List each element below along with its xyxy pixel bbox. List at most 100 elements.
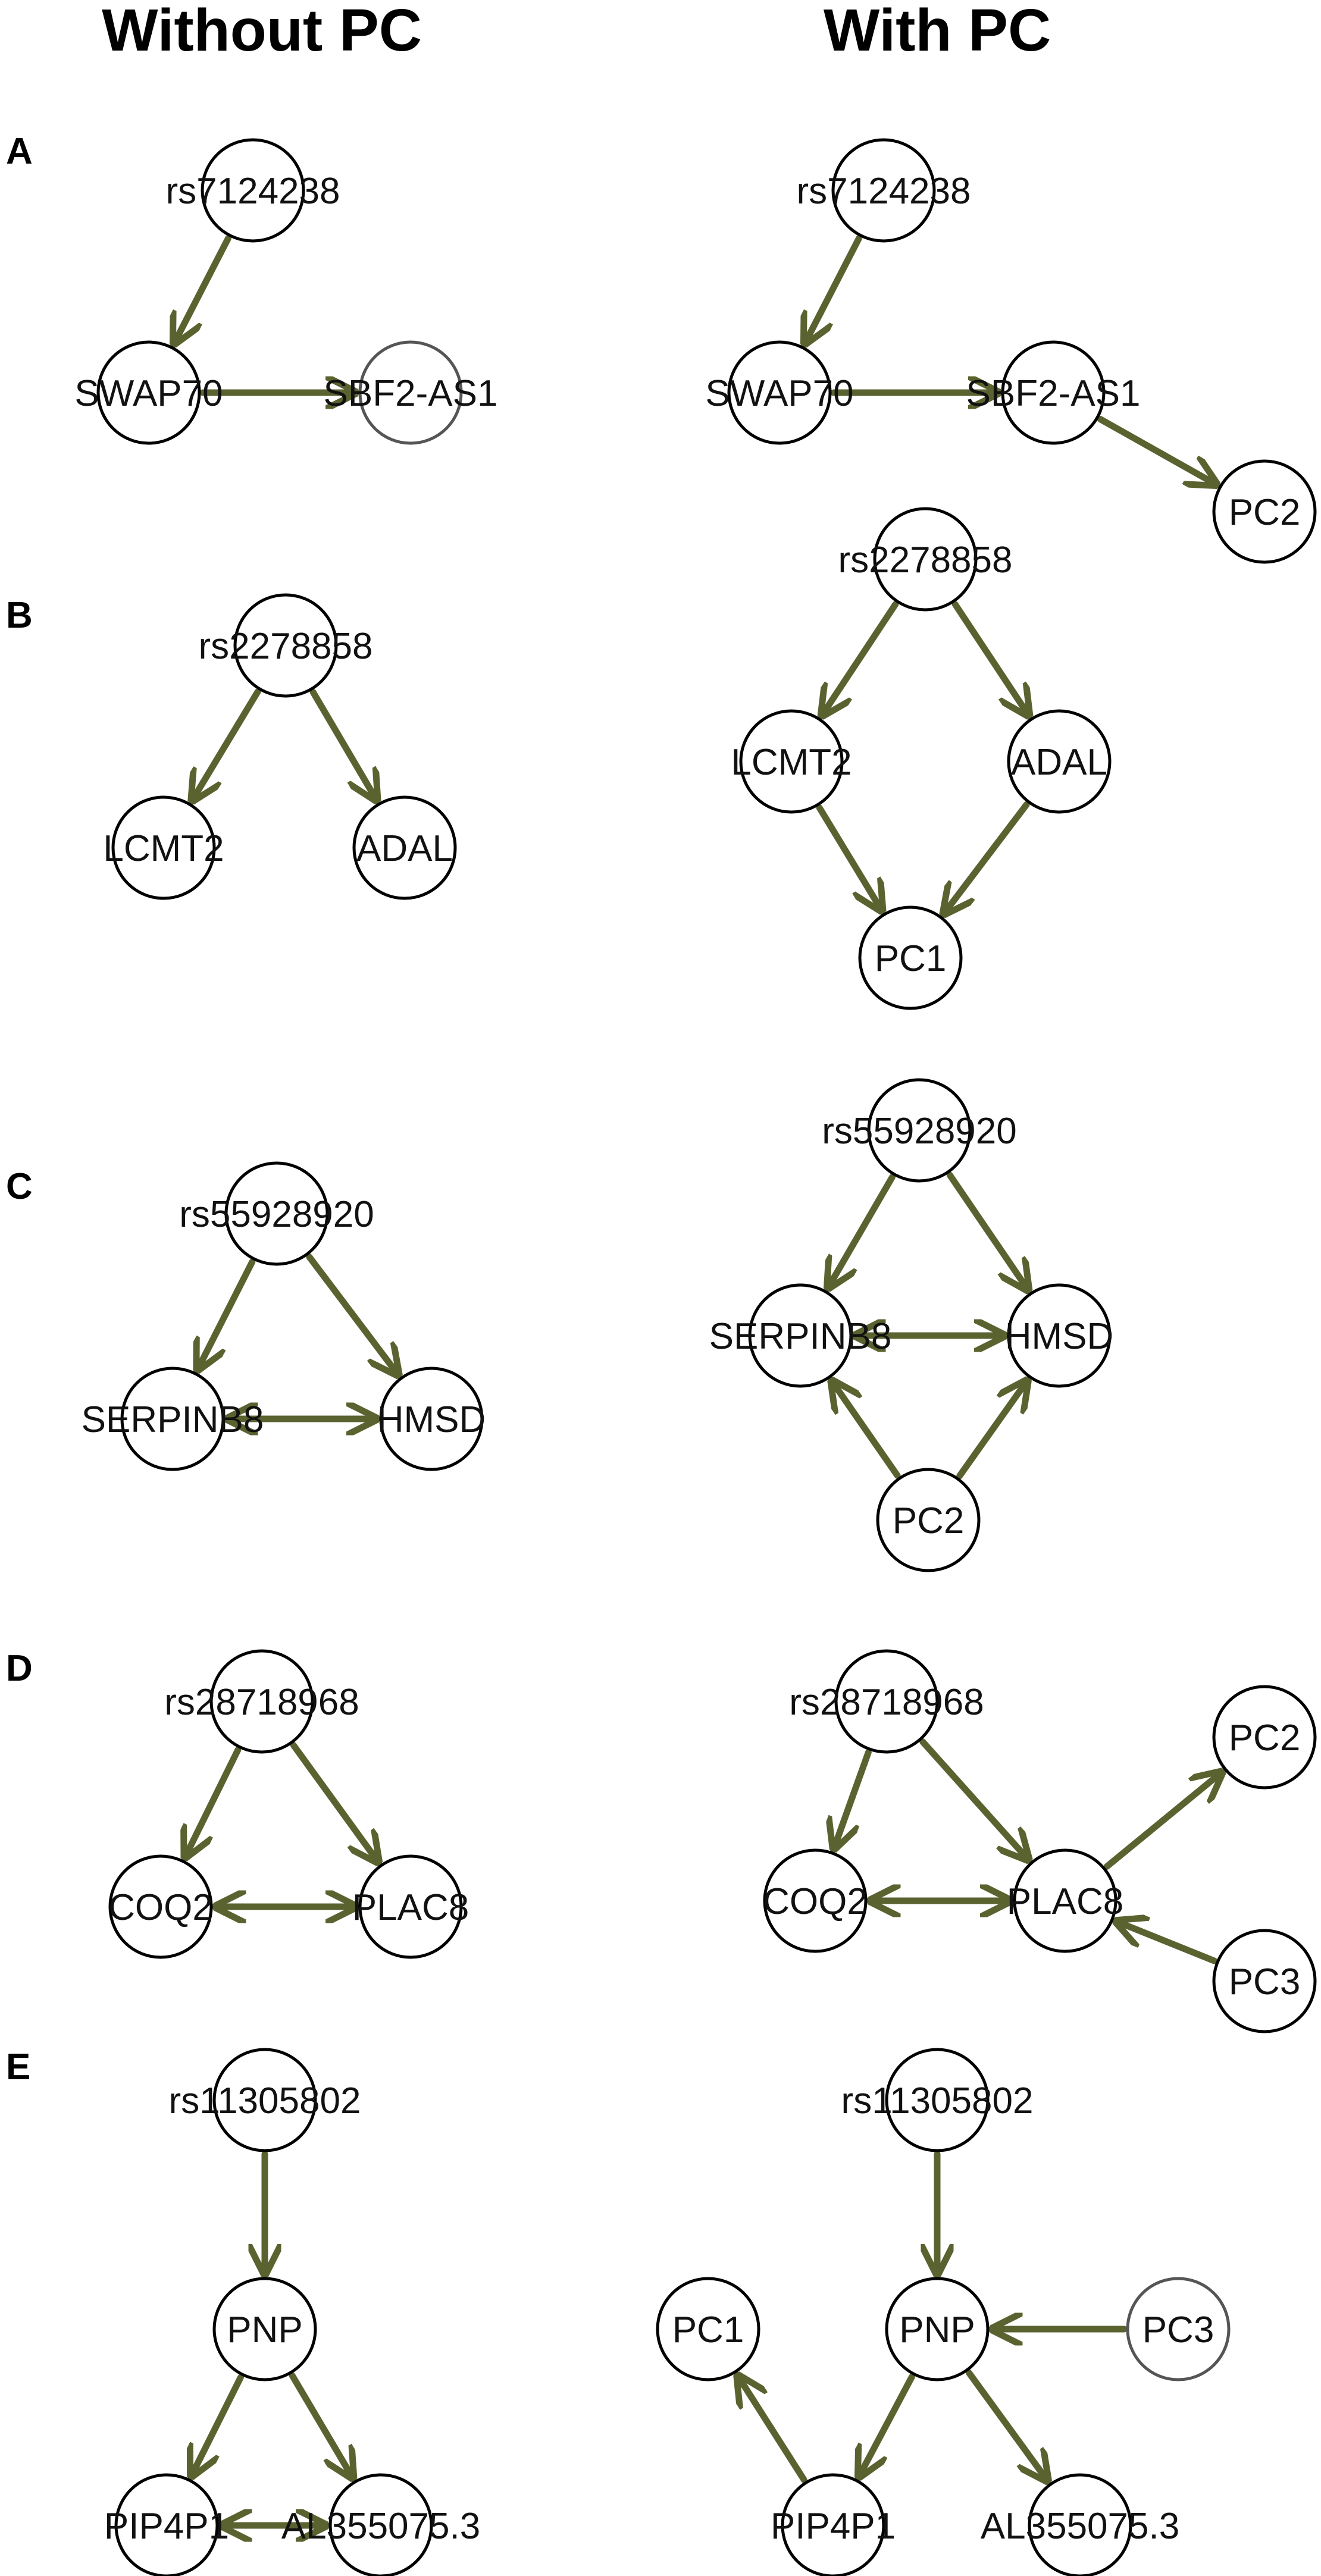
node-adal: ADAL — [1007, 709, 1112, 814]
column-title-without-pc: Without PC — [102, 0, 422, 64]
node-serpinb8: SERPINB8 — [709, 1283, 891, 1388]
node-label: rs28718968 — [789, 1682, 984, 1723]
node-coq2: COQ2 — [108, 1854, 213, 1959]
node-circle — [885, 2048, 990, 2152]
node-label: AL355075.3 — [281, 2506, 480, 2547]
node-hmsd: HMSD — [377, 1367, 486, 1471]
edge-rs28718968-to-coq2 — [834, 1749, 872, 1850]
edge-rs2278858-to-lcmt2 — [192, 688, 261, 801]
node-sbf2-as1: SBF2-AS1 — [966, 340, 1141, 445]
node-circle — [379, 1367, 484, 1471]
node-label: SBF2-AS1 — [966, 373, 1141, 414]
edge-rs55928920-to-serpinb8 — [197, 1258, 256, 1371]
edge-pc2-to-serpinb8 — [831, 1380, 901, 1479]
node-label: rs11305802 — [169, 2080, 361, 2121]
node-circle — [727, 340, 832, 445]
node-label: HMSD — [1005, 1316, 1114, 1357]
node-pc2: PC2 — [876, 1468, 981, 1572]
edge-rs28718968-to-plac8 — [290, 1742, 378, 1863]
node-circle — [748, 1283, 853, 1388]
node-label: ADAL — [1011, 742, 1107, 783]
node-circle — [358, 1854, 463, 1959]
edge-rs7124238-to-swap70 — [174, 235, 231, 344]
node-label: SWAP70 — [705, 373, 853, 414]
node-label: COQ2 — [108, 1887, 213, 1928]
node-rs2278858: rs2278858 — [198, 593, 373, 698]
node-circle — [763, 1848, 868, 1953]
node-pip4p1: PIP4P1 — [104, 2473, 229, 2576]
node-label: PC1 — [875, 938, 947, 979]
node-label: SWAP70 — [74, 373, 223, 414]
node-label: PC3 — [1142, 2309, 1214, 2351]
node-circle — [781, 2473, 885, 2576]
node-circle — [352, 795, 457, 900]
node-label: PC2 — [893, 1500, 965, 1541]
node-serpinb8: SERPINB8 — [82, 1367, 264, 1471]
node-plac8: PLAC8 — [1007, 1848, 1123, 1953]
edge-pnp-to-al355075-3 — [966, 2370, 1048, 2482]
node-circle — [209, 1649, 314, 1754]
node-label: rs7124238 — [165, 171, 340, 212]
edges — [805, 235, 1217, 485]
panel-letter-a: A — [6, 131, 33, 172]
node-circle — [858, 905, 963, 1010]
node-label: PC1 — [672, 2309, 744, 2351]
node-circle — [1007, 1283, 1112, 1388]
node-circle — [873, 507, 978, 612]
node-label: PIP4P1 — [104, 2506, 229, 2547]
node-al355075-3: AL355075.3 — [981, 2473, 1179, 2576]
node-circle — [114, 2473, 219, 2576]
node-circle — [1212, 1685, 1317, 1790]
node-circle — [876, 1468, 981, 1572]
edges — [174, 235, 360, 393]
edge-rs2278858-to-adal — [951, 601, 1029, 716]
node-rs11305802: rs11305802 — [169, 2048, 361, 2152]
column-title-with-pc: With PC — [824, 0, 1051, 64]
edge-rs2278858-to-lcmt2 — [821, 601, 899, 716]
node-label: PLAC8 — [1007, 1881, 1123, 1922]
edge-rs2278858-to-adal — [309, 688, 377, 801]
node-circle — [233, 593, 338, 698]
node-circle — [885, 2277, 990, 2381]
node-circle — [201, 138, 305, 243]
edges — [828, 1171, 1029, 1480]
node-coq2: COQ2 — [763, 1848, 868, 1953]
node-rs7124238: rs7124238 — [796, 138, 971, 243]
node-label: LCMT2 — [103, 828, 224, 869]
node-lcmt2: LCMT2 — [731, 709, 852, 814]
node-circle — [120, 1367, 225, 1471]
edge-plac8-to-pc2 — [1103, 1772, 1222, 1870]
node-label: SERPINB8 — [82, 1399, 264, 1440]
node-circle — [739, 709, 844, 814]
edge-rs55928920-to-hmsd — [946, 1171, 1029, 1291]
node-swap70: SWAP70 — [705, 340, 854, 445]
node-label: PIP4P1 — [771, 2506, 896, 2547]
node-circle — [867, 1078, 972, 1183]
panel-letter-c: C — [6, 1166, 33, 1207]
node-al355075-3: AL355075.3 — [281, 2473, 480, 2576]
node-circle — [1212, 459, 1317, 564]
node-circle — [1126, 2277, 1231, 2381]
node-circle — [212, 2048, 317, 2152]
node-circle — [212, 2277, 317, 2381]
node-hmsd: HMSD — [1005, 1283, 1114, 1388]
node-lcmt2: LCMT2 — [103, 795, 224, 900]
node-label: rs11305802 — [841, 2080, 1034, 2121]
node-circle — [1013, 1848, 1117, 1953]
